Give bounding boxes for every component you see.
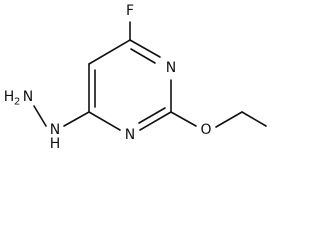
bond-nh-nh2 <box>33 105 47 127</box>
bond-n3-c2 <box>139 111 172 131</box>
bond-c4-nh <box>63 111 90 127</box>
bonds <box>33 21 267 131</box>
atom-ring-nitrogen-top: N <box>166 60 176 76</box>
bond-n1-c6 <box>129 39 161 58</box>
atom-hydrazine-nitrogen: N <box>50 122 60 138</box>
atom-nh2-nitrogen: N <box>23 89 33 105</box>
atom-ether-oxygen: O <box>200 122 211 138</box>
bond-ch2-ch3 <box>241 111 267 127</box>
bond-c6-c5 <box>88 39 131 65</box>
chemical-structure: F N N O N H H 2 N <box>4 3 267 149</box>
atom-labels: F N N O N H H 2 N <box>4 3 212 149</box>
atom-hydrazine-nh-hydrogen: H <box>50 136 61 149</box>
atom-fluorine: F <box>126 3 134 19</box>
bond-c2-o <box>170 111 197 127</box>
atom-nh2-subscript: 2 <box>14 97 20 108</box>
bond-n1-c6-inner <box>130 48 156 64</box>
bond-o-ch2 <box>215 111 243 128</box>
atom-nh2-hydrogen: H <box>4 89 15 105</box>
bond-c4-n3 <box>88 111 121 131</box>
bond-n3-c2-inner <box>138 107 166 124</box>
atom-ring-nitrogen-bottom: N <box>125 127 135 143</box>
